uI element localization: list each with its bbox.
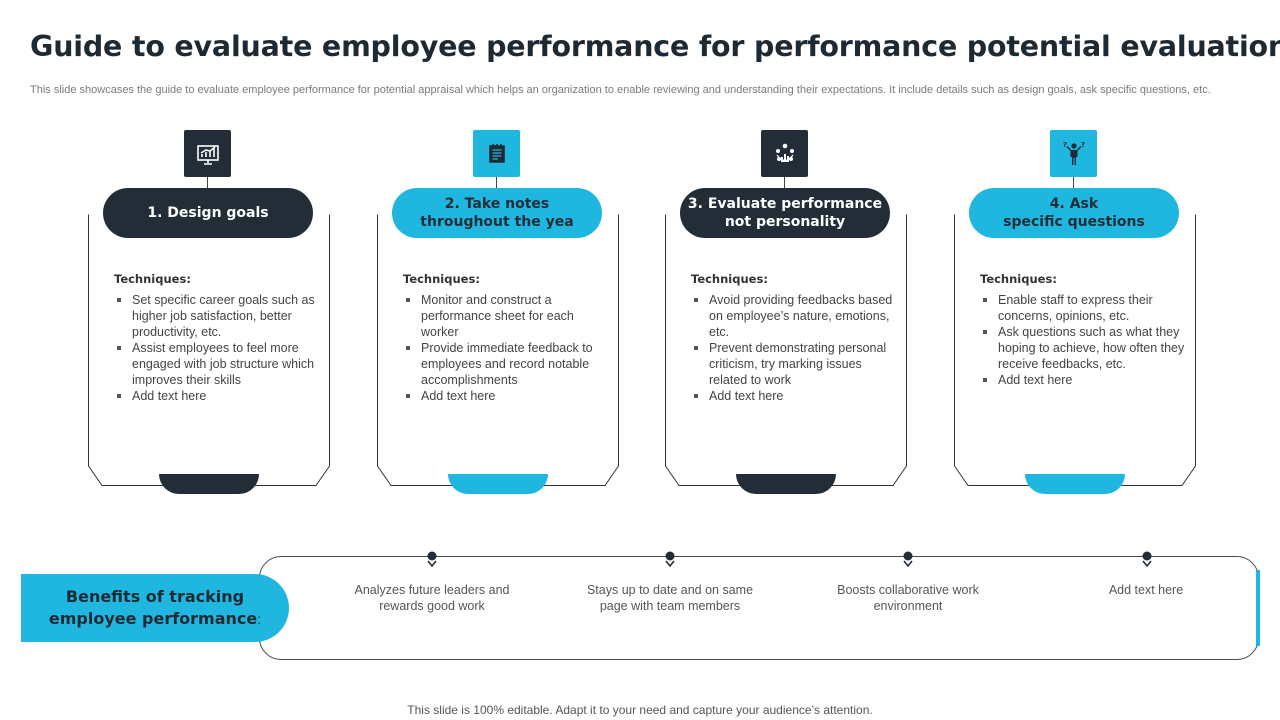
chart-presentation-icon xyxy=(184,130,231,177)
benefits-label-suffix: : xyxy=(257,611,262,627)
svg-text:?: ? xyxy=(1081,141,1085,149)
page-subtitle: This slide showcases the guide to evalua… xyxy=(30,84,1211,96)
step-title-pill: 4. Ask specific questions xyxy=(969,188,1179,238)
step-title-pill: 2. Take notes throughout the yea xyxy=(392,188,602,238)
technique-item: Prevent demonstrating personal criticism… xyxy=(691,340,899,388)
technique-item: Monitor and construct a performance shee… xyxy=(403,292,611,340)
step-title-line2: not personality xyxy=(724,214,846,230)
connector-stem xyxy=(1073,177,1074,189)
technique-item: Add text here xyxy=(114,388,322,404)
card-bottom-arc xyxy=(736,474,836,494)
step-title-line1: 4. Ask xyxy=(1049,196,1099,212)
techniques-heading: Techniques: xyxy=(114,272,191,286)
step-title-line1: 2. Take notes xyxy=(444,196,550,212)
step-column-4: ? ? 4. Ask specific questions Techniques… xyxy=(954,130,1198,500)
technique-list: Enable staff to express their concerns, … xyxy=(980,292,1188,388)
step-column-3: 3. Evaluate performance not personality … xyxy=(665,130,909,500)
step-title-pill: 1. Design goals xyxy=(103,188,313,238)
benefit-item: Analyzes future leaders and rewards good… xyxy=(354,583,510,613)
card-bottom-arc xyxy=(159,474,259,494)
location-pin-icon xyxy=(1142,551,1152,568)
technique-list: Set specific career goals such as higher… xyxy=(114,292,322,404)
footer-note: This slide is 100% editable. Adapt it to… xyxy=(407,703,873,717)
step-title-line2: specific questions xyxy=(1003,214,1145,230)
technique-item: Add text here xyxy=(691,388,899,404)
location-pin-icon xyxy=(427,551,437,568)
benefits-label-line1: Benefits of tracking xyxy=(65,587,245,606)
benefits-label-line2: employee performance xyxy=(48,609,258,628)
technique-item: Add text here xyxy=(980,372,1188,388)
benefit-item: Add text here xyxy=(1108,583,1184,597)
benefit-item: Boosts collaborative work environment xyxy=(837,583,979,613)
technique-list: Avoid providing feedbacks based on emplo… xyxy=(691,292,899,404)
svg-text:?: ? xyxy=(1063,141,1067,149)
card-bottom-arc xyxy=(1025,474,1125,494)
step-title-line1: 3. Evaluate performance xyxy=(687,196,883,212)
technique-list: Monitor and construct a performance shee… xyxy=(403,292,611,404)
step-title-pill: 3. Evaluate performance not personality xyxy=(680,188,890,238)
connector-stem xyxy=(784,177,785,189)
technique-item: Provide immediate feedback to employees … xyxy=(403,340,611,388)
connector-stem xyxy=(207,177,208,189)
technique-item: Assist employees to feel more engaged wi… xyxy=(114,340,322,388)
step-column-2: 2. Take notes throughout the yea Techniq… xyxy=(377,130,621,500)
technique-item: Ask questions such as what they hoping t… xyxy=(980,324,1188,372)
technique-item: Set specific career goals such as higher… xyxy=(114,292,322,340)
benefits-label: Benefits of tracking employee performanc… xyxy=(21,574,289,642)
benefits-frame-accent xyxy=(1256,570,1260,646)
technique-item: Add text here xyxy=(403,388,611,404)
techniques-heading: Techniques: xyxy=(403,272,480,286)
benefit-item: Stays up to date and on same page with t… xyxy=(586,583,754,613)
step-column-1: 1. Design goals Techniques: Set specific… xyxy=(88,130,332,500)
card-bottom-arc xyxy=(448,474,548,494)
step-title-line2: throughout the yea xyxy=(420,214,574,230)
team-performance-icon xyxy=(761,130,808,177)
technique-item: Avoid providing feedbacks based on emplo… xyxy=(691,292,899,340)
location-pin-icon xyxy=(903,551,913,568)
location-pin-icon xyxy=(665,551,675,568)
connector-stem xyxy=(496,177,497,189)
step-title-line1: 1. Design goals xyxy=(147,205,269,221)
technique-item: Enable staff to express their concerns, … xyxy=(980,292,1188,324)
techniques-heading: Techniques: xyxy=(691,272,768,286)
page-title: Guide to evaluate employee performance f… xyxy=(30,30,1280,63)
notes-icon xyxy=(473,130,520,177)
person-questions-icon: ? ? xyxy=(1050,130,1097,177)
techniques-heading: Techniques: xyxy=(980,272,1057,286)
